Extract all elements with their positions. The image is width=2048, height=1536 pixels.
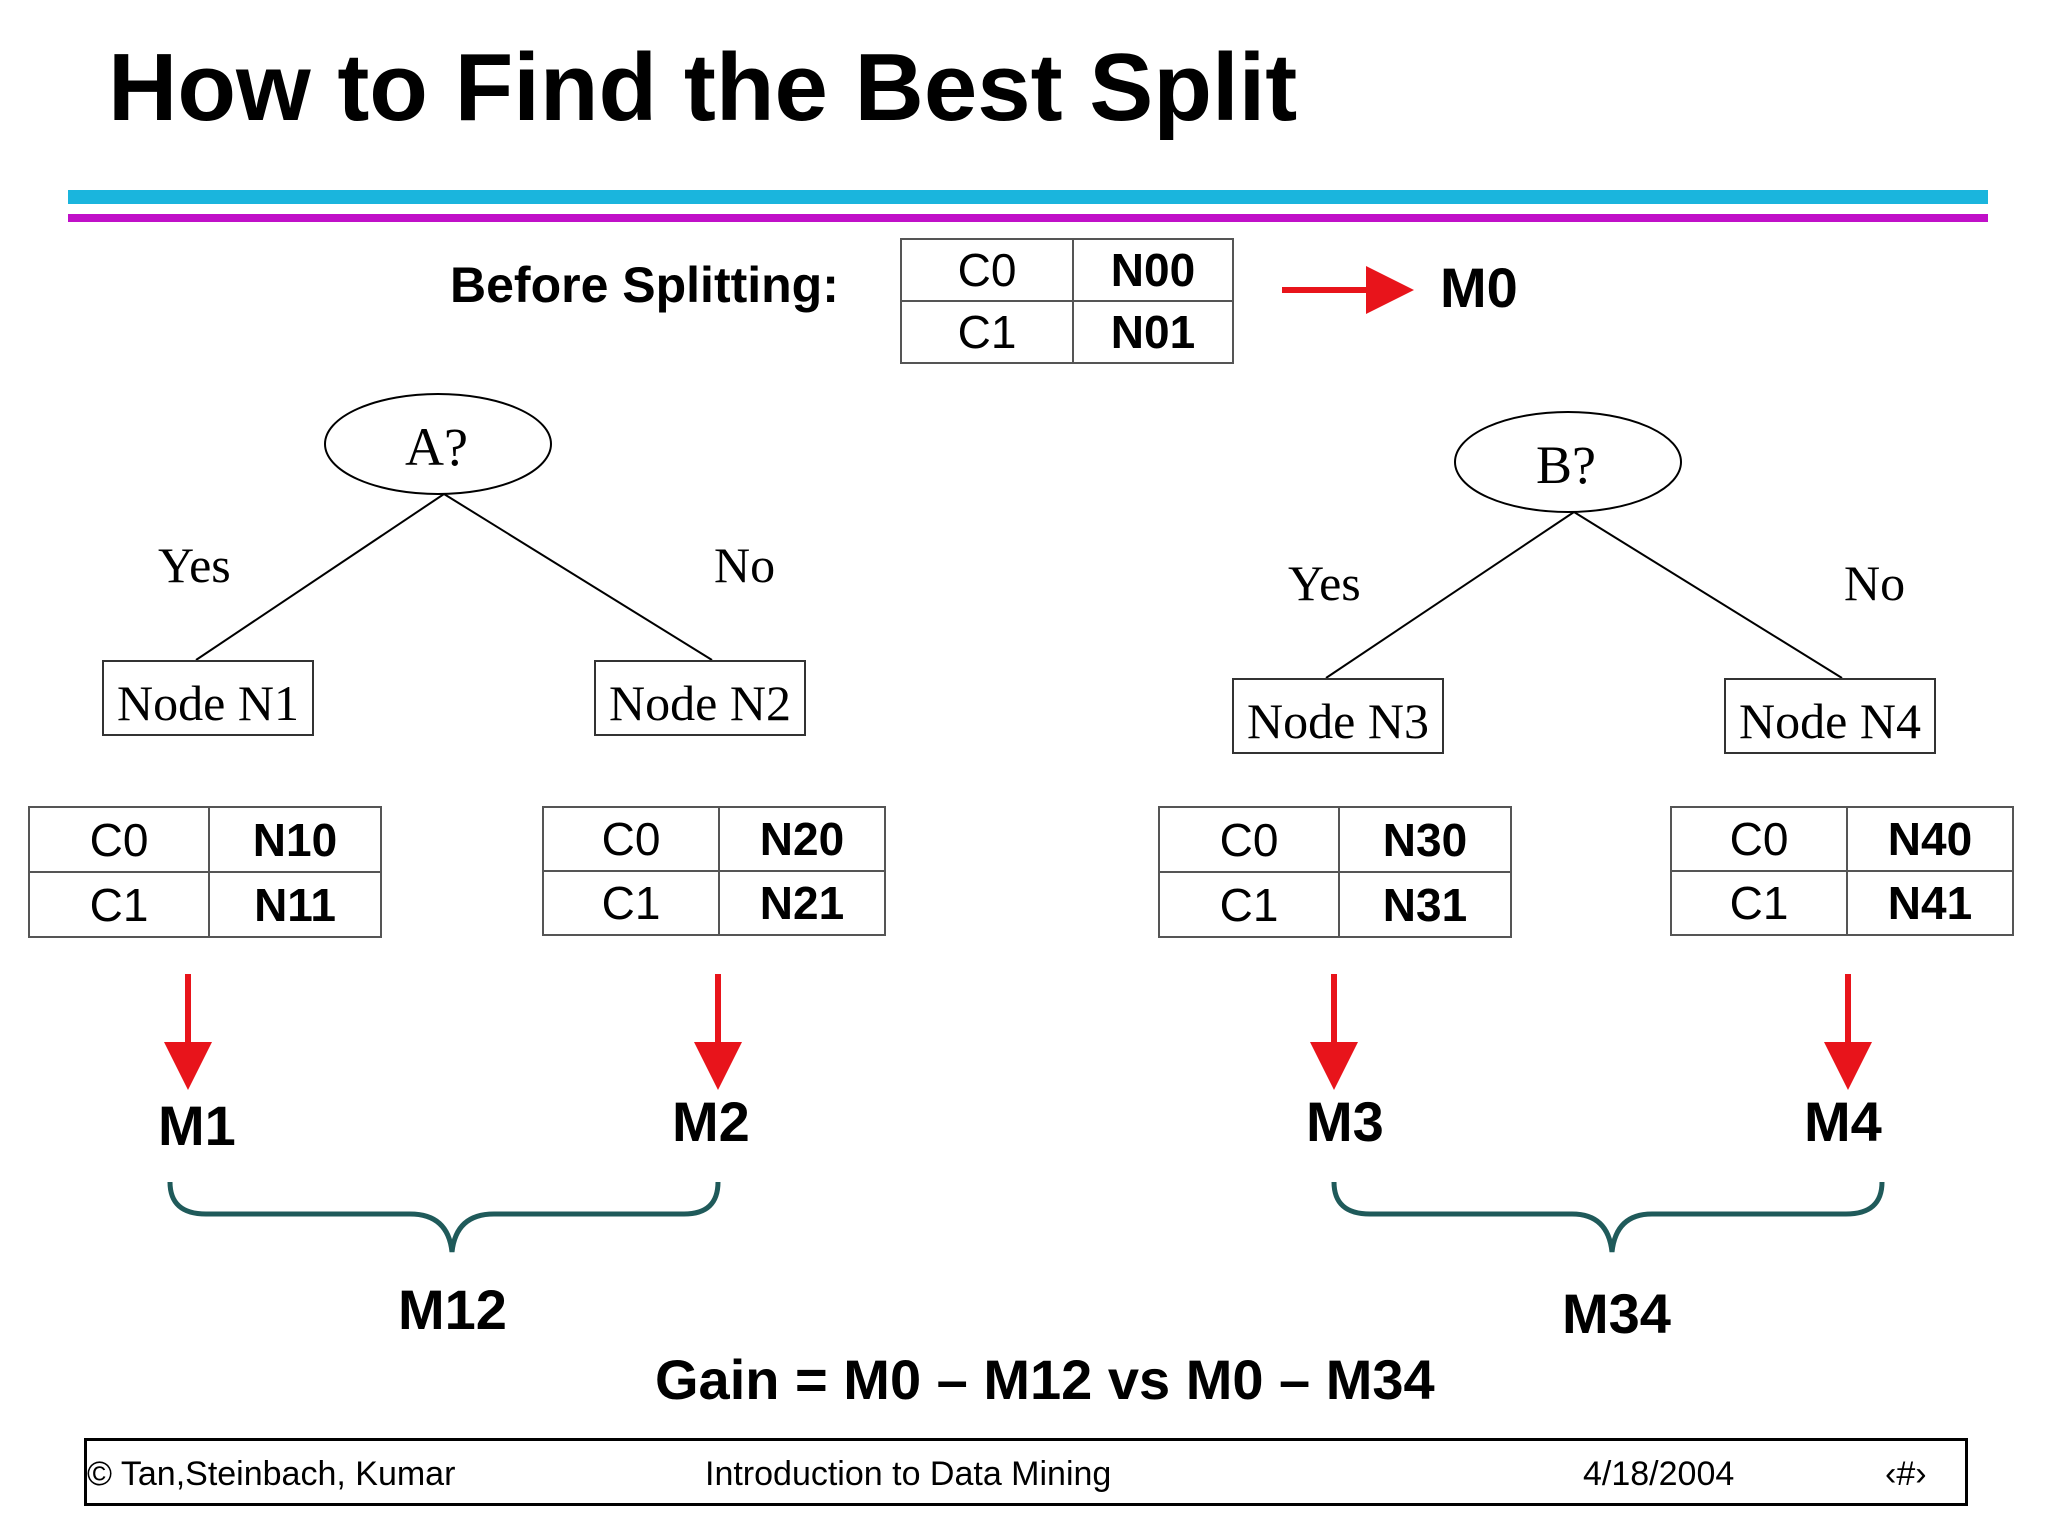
n4-c1-label: C1: [1670, 870, 1848, 936]
edge-a-no: [443, 493, 713, 661]
n4-n1-value: N41: [1846, 870, 2014, 936]
edge-b-no: [1573, 511, 1843, 679]
root-c0-label: C0: [900, 238, 1074, 302]
n4-n0-value: N40: [1846, 806, 2014, 872]
header-rule-cyan: [68, 190, 1988, 204]
node-n1: Node N1: [102, 660, 314, 736]
n1-c0-label: C0: [28, 806, 210, 873]
root-n0-value: N00: [1072, 238, 1234, 302]
n2-n1-value: N21: [718, 870, 886, 936]
n3-c0-label: C0: [1158, 806, 1340, 873]
n2-c0-label: C0: [542, 806, 720, 872]
n3-n1-value: N31: [1338, 871, 1512, 938]
question-a-label: A?: [405, 417, 468, 477]
n1-n0-value: N10: [208, 806, 382, 873]
branch-a-yes-label: Yes: [158, 537, 231, 593]
footer-date: 4/18/2004: [1583, 1455, 1735, 1493]
m3-label: M3: [1306, 1090, 1384, 1153]
question-b-label: B?: [1536, 435, 1596, 495]
m12-label: M12: [398, 1278, 507, 1341]
n3-c1-label: C1: [1158, 871, 1340, 938]
gain-formula: Gain = M0 – M12 vs M0 – M34: [655, 1348, 1435, 1411]
slide-footer: © Tan,Steinbach, Kumar Introduction to D…: [84, 1438, 1968, 1506]
brace-m12: [167, 1181, 721, 1253]
branch-a-no-label: No: [714, 537, 776, 593]
question-a-ellipse: [324, 393, 552, 495]
n4-c0-label: C0: [1670, 806, 1848, 872]
m0-label: M0: [1440, 256, 1518, 319]
node-n2: Node N2: [594, 660, 806, 736]
before-splitting-label: Before Splitting:: [450, 257, 839, 313]
branch-b-no-label: No: [1844, 555, 1906, 611]
edge-b-yes: [1325, 511, 1575, 679]
root-c1-label: C1: [900, 300, 1074, 364]
header-rule-magenta: [68, 214, 1988, 222]
edge-a-yes: [195, 493, 445, 661]
m1-label: M1: [158, 1094, 236, 1157]
m34-label: M34: [1562, 1282, 1671, 1345]
root-n1-value: N01: [1072, 300, 1234, 364]
page-title: How to Find the Best Split: [108, 34, 1298, 141]
m4-label: M4: [1804, 1090, 1882, 1153]
footer-page-number: ‹#›: [1885, 1455, 1927, 1493]
node-n4: Node N4: [1724, 678, 1936, 754]
footer-course-title: Introduction to Data Mining: [705, 1455, 1112, 1493]
footer-authors: © Tan,Steinbach, Kumar: [87, 1455, 456, 1493]
n1-c1-label: C1: [28, 871, 210, 938]
branch-b-yes-label: Yes: [1288, 555, 1361, 611]
n2-c1-label: C1: [542, 870, 720, 936]
m2-label: M2: [672, 1090, 750, 1153]
node-n3: Node N3: [1232, 678, 1444, 754]
brace-m34: [1331, 1181, 1885, 1253]
question-b-ellipse: [1454, 411, 1682, 513]
n1-n1-value: N11: [208, 871, 382, 938]
n3-n0-value: N30: [1338, 806, 1512, 873]
n2-n0-value: N20: [718, 806, 886, 872]
